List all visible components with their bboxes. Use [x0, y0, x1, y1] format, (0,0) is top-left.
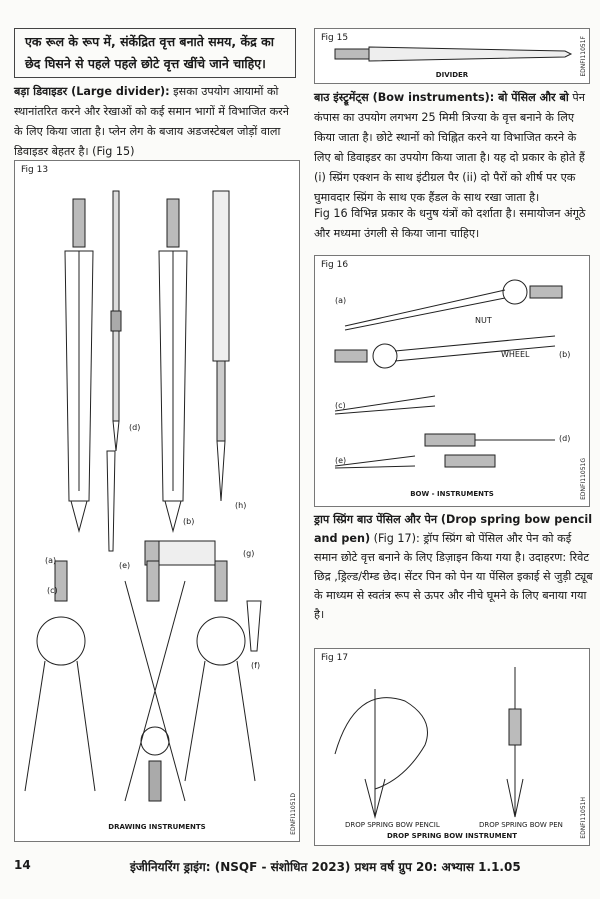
fig15-title: DIVIDER: [435, 71, 469, 79]
fig15-divider: Fig 15 DIVIDER EDNFI11051F: [314, 28, 590, 84]
fig16-caption: Fig 16: [321, 260, 349, 270]
fig13-drawing-instruments: Fig 13 (a) (b) (c) (d) (e) (f) (g) (h) D…: [14, 160, 300, 842]
fig17-caption: Fig 17: [321, 653, 349, 663]
large-divider-heading: बड़ा डिवाइडर (Large divider):: [14, 85, 170, 98]
fig15-code: EDNFI11051F: [580, 36, 587, 77]
note-box: एक रूल के रूप में, संकेंद्रित वृत्त बनात…: [14, 28, 296, 78]
fig16-label-e: (e): [335, 456, 347, 465]
fig13-label-f: (f): [251, 661, 261, 670]
fig13-label-a: (a): [45, 556, 57, 565]
fig17-drop-spring-bow: Fig 17 DROP SPRING BOW PENCIL DROP SPRIN…: [314, 648, 590, 846]
fig17-code: EDNFI11051H: [580, 797, 587, 839]
fig16-label-c: (c): [335, 401, 346, 410]
fig16-paragraph: Fig 16 विभिन्न प्रकार के धनुष यंत्रों को…: [314, 207, 586, 240]
fig13-caption: Fig 13: [21, 165, 49, 175]
fig16-wheel-label: WHEEL: [501, 350, 530, 359]
fig17-pen-label: DROP SPRING BOW PEN: [479, 821, 563, 829]
fig17-pencil-label: DROP SPRING BOW PENCIL: [345, 821, 440, 829]
bow-instruments-illustration: [334, 279, 563, 469]
page-number: 14: [14, 858, 31, 872]
drawing-instruments-illustration: [24, 190, 262, 802]
fig13-label-h: (h): [235, 501, 247, 510]
fig15-caption: Fig 15: [321, 33, 349, 43]
fig13-label-g: (g): [243, 549, 255, 558]
fig13-label-e: (e): [119, 561, 131, 570]
fig16-label-a: (a): [335, 296, 347, 305]
drop-spring-illustration: [334, 667, 524, 819]
fig13-title: DRAWING INSTRUMENTS: [108, 823, 206, 831]
drop-spring-paragraph: ड्राप स्प्रिंग बाउ पेंसिल और पेन (Drop s…: [314, 510, 594, 624]
fig17-title: DROP SPRING BOW INSTRUMENT: [386, 832, 518, 840]
large-divider-paragraph: बड़ा डिवाइडर (Large divider): इसका उपयोग…: [14, 82, 300, 162]
fig16-code: EDNFI11051G: [580, 458, 587, 500]
fig16-label-b: (b): [559, 350, 571, 359]
fig13-label-c: (c): [47, 586, 58, 595]
drop-spring-text: (Fig 17): ड्रॉप स्प्रिंग बो पेंसिल और पे…: [314, 532, 593, 621]
fig16-bow-instruments: Fig 16 (a) (b) (c) (d) (e) NUT WHEEL BOW…: [314, 255, 590, 507]
bow-instruments-paragraph: बाउ इंस्ट्रूमेंट्स (Bow instruments): बो…: [314, 88, 594, 208]
drop-spring-heading: ड्राप स्प्रिंग बाउ पेंसिल और पेन (Drop s…: [314, 513, 593, 545]
bow-instruments-text: पेन कंपास का उपयोग लगभग 25 मिमी त्रिज्या…: [314, 91, 585, 204]
fig13-label-b: (b): [183, 517, 195, 526]
fig16-label-d: (d): [559, 434, 571, 443]
footer-text: इंजीनियरिंग ड्राइंग: (NSQF - संशोधित 202…: [130, 860, 521, 874]
large-divider-text: इसका उपयोग आयामों को स्थानांतरित करने और…: [14, 85, 289, 158]
fig16-nut-label: NUT: [475, 316, 492, 325]
fig16-title: BOW - INSTRUMENTS: [410, 490, 494, 498]
fig13-label-d: (d): [129, 423, 141, 432]
fig13-code: EDNFI11051D: [290, 793, 297, 835]
bow-instruments-heading: बाउ इंस्ट्रूमेंट्स (Bow instruments): बो…: [314, 91, 569, 104]
divider-illustration: [334, 46, 573, 62]
